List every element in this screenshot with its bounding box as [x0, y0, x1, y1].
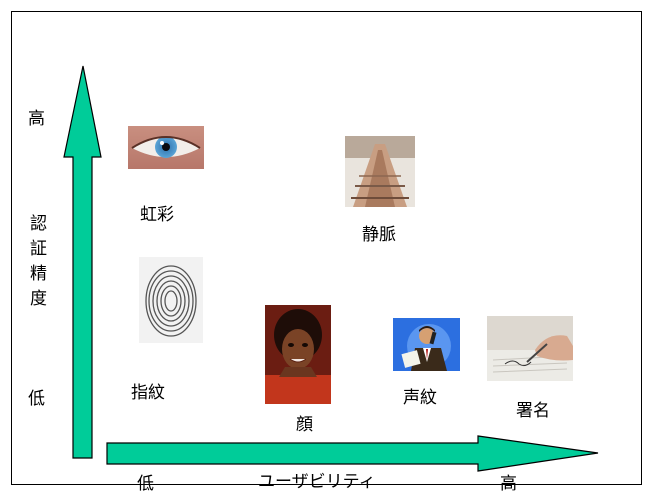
- businessman-phone-clipart: [393, 318, 460, 371]
- fingerprint-photo: [139, 257, 203, 343]
- label-iris: 虹彩: [140, 205, 174, 225]
- y-axis-low-label: 低: [28, 389, 45, 409]
- y-axis-arrow: [63, 65, 102, 459]
- face-photo: [265, 305, 331, 404]
- diagram-frame: [11, 11, 642, 485]
- label-signature: 署名: [516, 401, 550, 421]
- signing-hand-photo: [487, 316, 573, 381]
- eye-photo: [128, 126, 204, 169]
- label-vein: 静脈: [362, 225, 396, 245]
- x-axis-low-label: 低: [137, 474, 154, 494]
- label-face: 顔: [296, 415, 313, 435]
- y-axis-high-label: 高: [28, 109, 45, 129]
- label-voice: 声紋: [403, 388, 437, 408]
- x-axis-high-label: 高: [500, 474, 517, 494]
- label-fingerprint: 指紋: [131, 383, 165, 403]
- y-axis-title: 認証精度: [30, 214, 47, 309]
- x-axis-arrow: [106, 435, 599, 472]
- x-axis-title: ユーザビリティ: [258, 472, 376, 492]
- hands-photo: [345, 136, 415, 207]
